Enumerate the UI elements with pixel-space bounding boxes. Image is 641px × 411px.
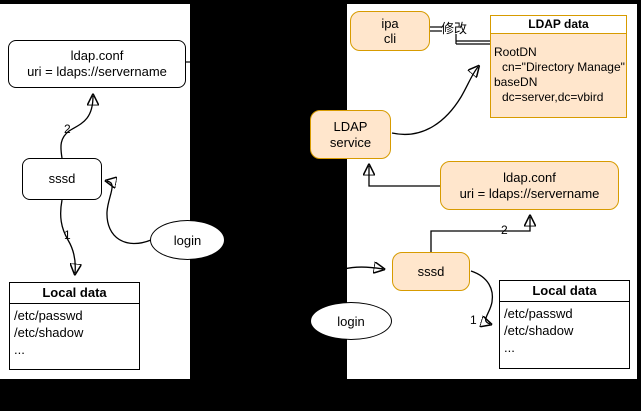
- ldap-conf-uri-right: uri = ldaps://servername: [459, 185, 600, 201]
- table-row: baseDN: [494, 75, 538, 89]
- ldap-data-header: LDAP data: [491, 16, 626, 34]
- local-data-table-left: Local data /etc/passwd /etc/shadow ...: [9, 282, 140, 370]
- ldap-conf-title-right: ldap.conf: [503, 169, 556, 185]
- step-label-1-right: 1: [470, 313, 477, 327]
- step-label-1-left: 1: [64, 228, 71, 242]
- table-row: /etc/shadow: [14, 325, 84, 340]
- ldap-conf-node-left: ldap.conf uri = ldaps://servername: [8, 40, 186, 88]
- local-data-body-left: /etc/passwd /etc/shadow ...: [10, 304, 139, 369]
- sssd-label-right: sssd: [417, 263, 445, 279]
- modify-label: 修改: [441, 21, 468, 36]
- local-data-header-right: Local data: [500, 281, 629, 302]
- local-data-header-left: Local data: [10, 283, 139, 304]
- table-row: /etc/passwd: [504, 306, 573, 321]
- sssd-node-right: sssd: [392, 252, 470, 291]
- ldap-service-line2: service: [329, 134, 372, 150]
- ipa-cli-node: ipa cli: [350, 11, 430, 51]
- ldap-data-body: RootDN cn="Directory Manage" baseDN dc=s…: [491, 34, 626, 117]
- login-label-right: login: [337, 313, 365, 329]
- login-ellipse-right: login: [310, 302, 392, 340]
- table-row: /etc/shadow: [504, 323, 574, 338]
- ldap-conf-uri-left: uri = ldaps://servername: [27, 64, 167, 79]
- ldap-conf-title-left: ldap.conf: [70, 48, 124, 63]
- ipa-label: ipa: [381, 16, 399, 31]
- login-ellipse-left: login: [150, 220, 225, 260]
- step-label-2-right: 2: [501, 223, 508, 237]
- ldap-service-node: LDAP service: [310, 110, 391, 159]
- table-row: RootDN: [494, 45, 537, 59]
- sssd-node-left: sssd: [22, 158, 102, 200]
- ldap-data-table: LDAP data RootDN cn="Directory Manage" b…: [490, 15, 627, 118]
- table-row: ...: [504, 340, 515, 355]
- step-label-2-left: 2: [64, 122, 71, 136]
- local-data-table-right: Local data /etc/passwd /etc/shadow ...: [499, 280, 630, 369]
- login-label-left: login: [173, 232, 202, 248]
- table-row: /etc/passwd: [14, 308, 83, 323]
- table-row: cn="Directory Manage": [502, 60, 625, 74]
- sssd-label-left: sssd: [48, 171, 76, 186]
- local-data-body-right: /etc/passwd /etc/shadow ...: [500, 302, 629, 368]
- ldap-conf-node-right: ldap.conf uri = ldaps://servername: [440, 161, 619, 210]
- ldap-service-line1: LDAP: [333, 118, 368, 134]
- cli-label: cli: [383, 31, 397, 46]
- table-row: dc=server,dc=vbird: [502, 90, 604, 104]
- table-row: ...: [14, 342, 25, 357]
